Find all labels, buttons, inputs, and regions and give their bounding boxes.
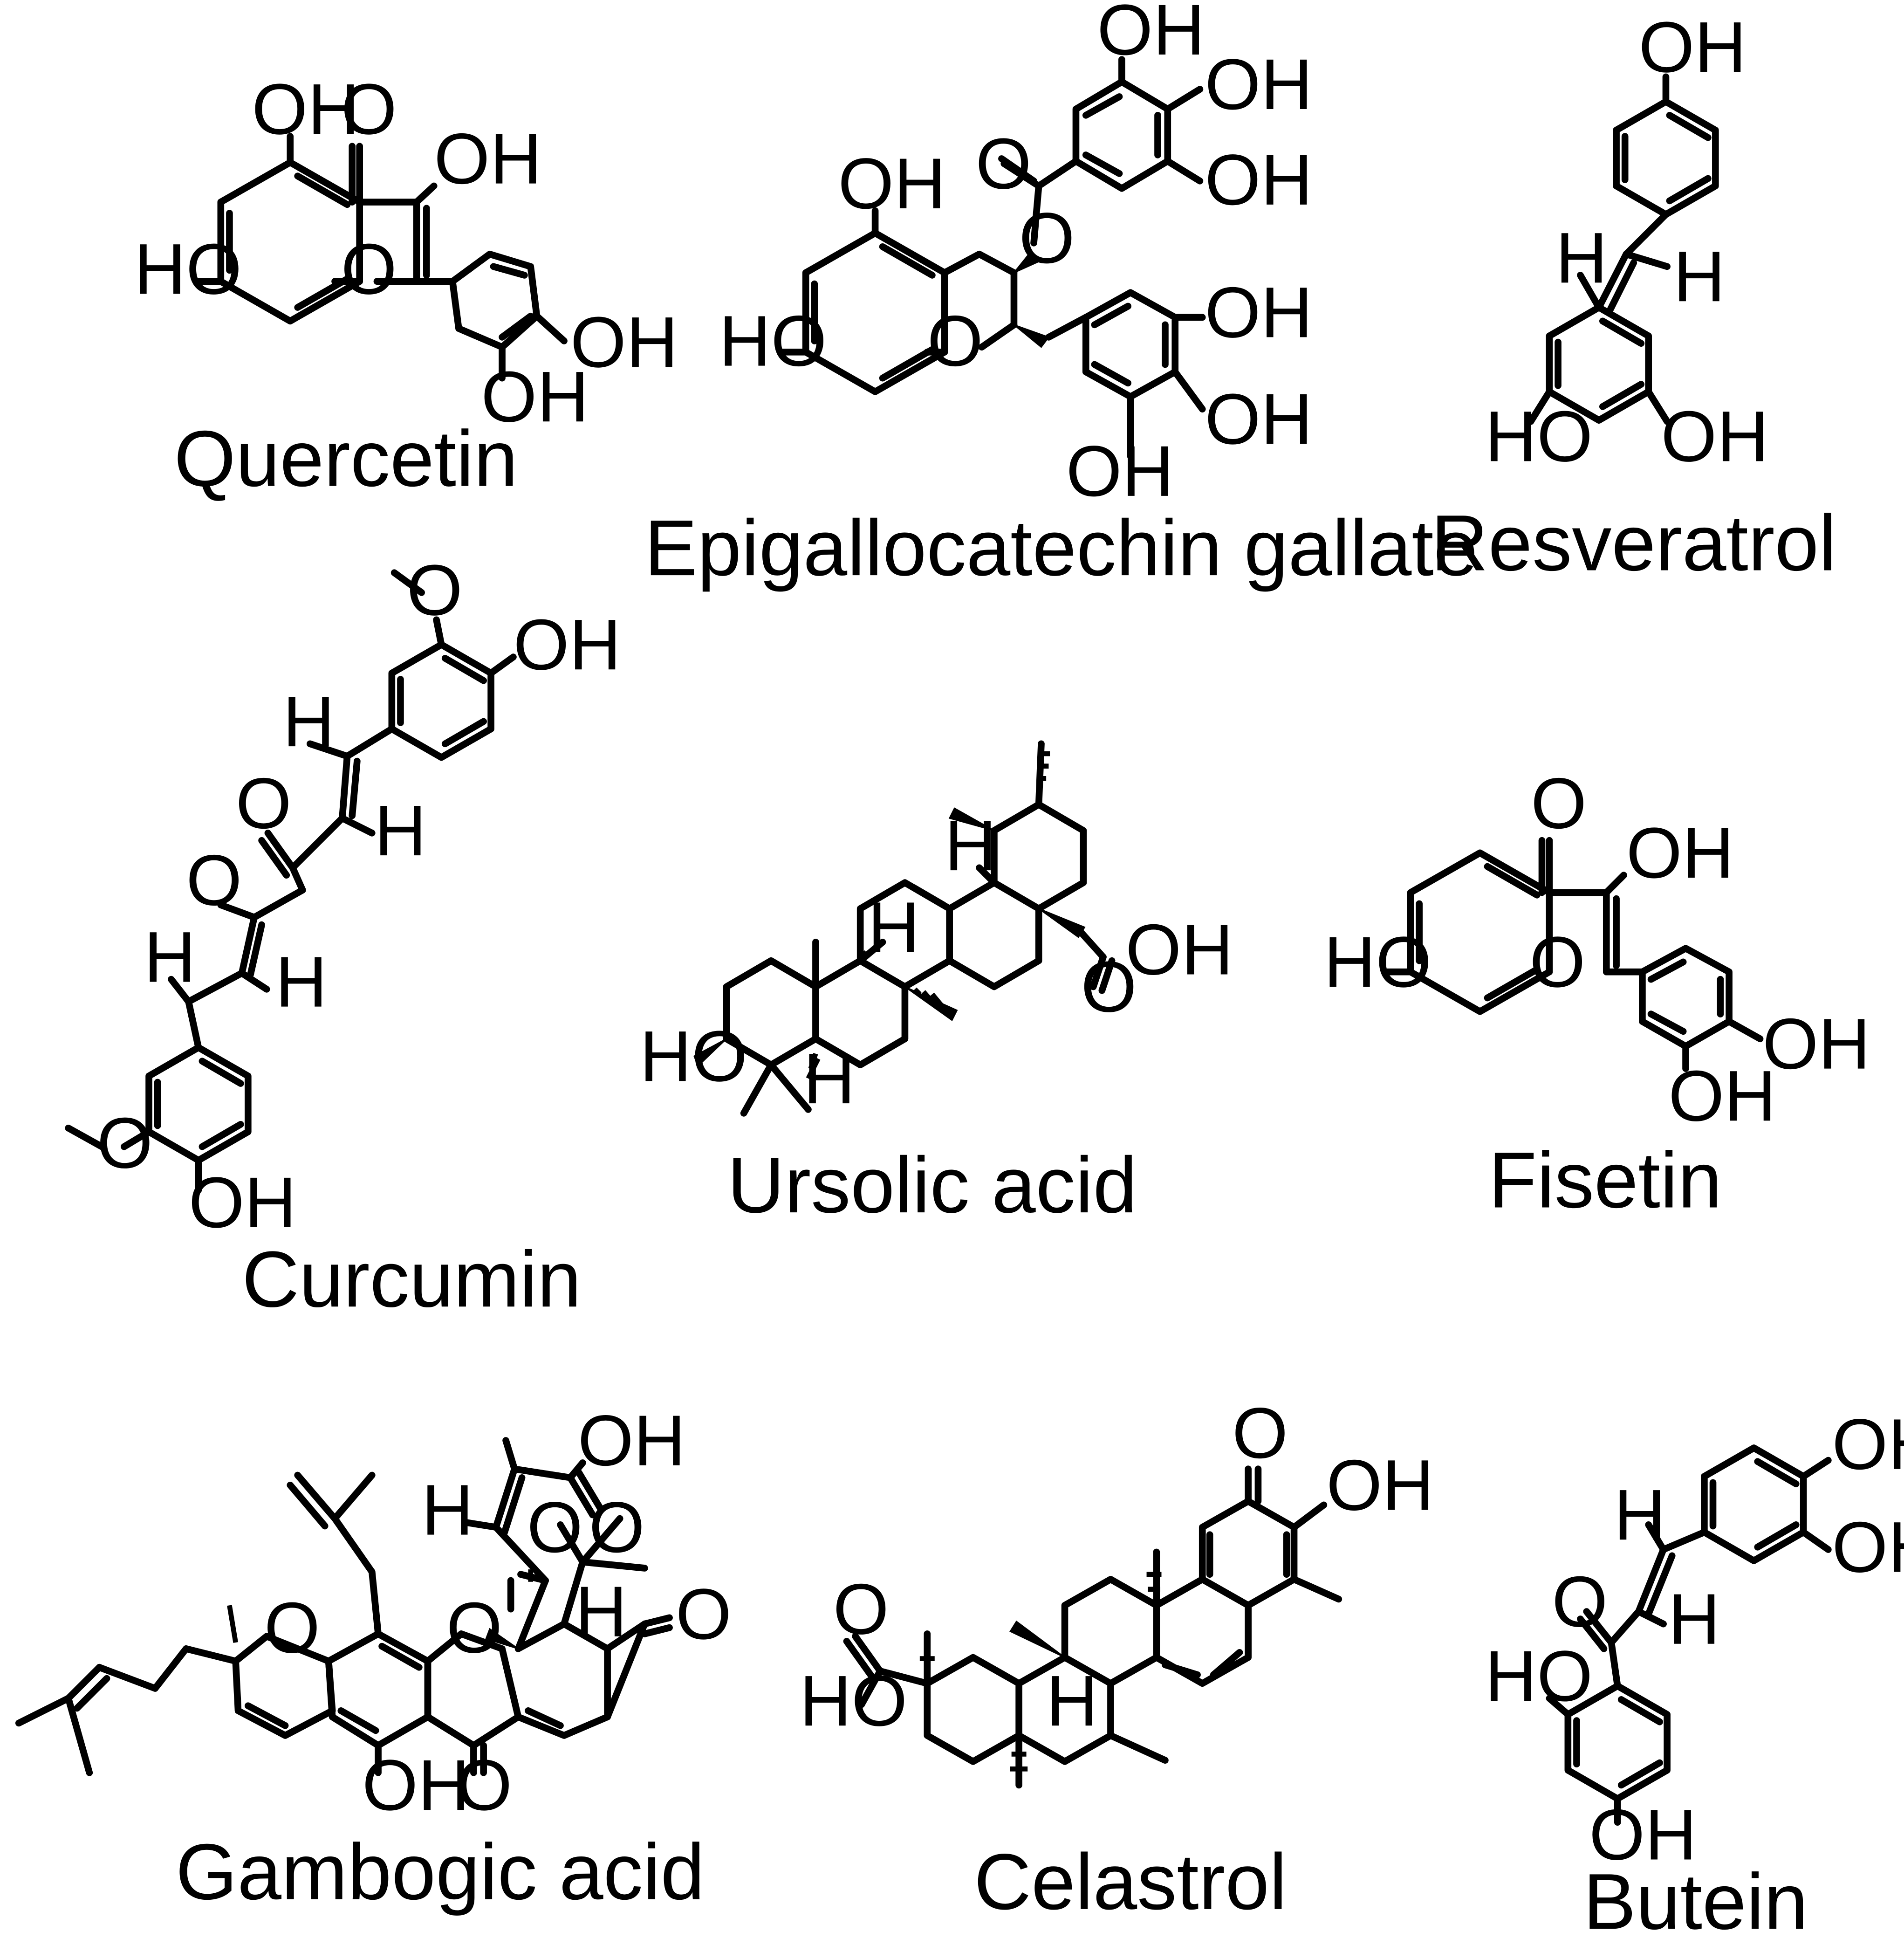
- atom-label: O: [1019, 198, 1075, 278]
- atom-label: OH: [1832, 1506, 1904, 1587]
- atom-label: O: [97, 1102, 153, 1183]
- atom-label: HO: [1485, 1636, 1593, 1716]
- atom-label: OH: [1589, 1794, 1697, 1875]
- atom-label: HO: [640, 1016, 747, 1096]
- atom-label: O: [976, 123, 1032, 204]
- atom-label: O: [456, 1745, 512, 1825]
- fisetin-structure: O OH HO O OH OH Fisetin: [1324, 763, 1870, 1225]
- compound-name: Ursolic acid: [727, 1141, 1137, 1230]
- atom-label: OH: [1626, 812, 1734, 893]
- compound-name: Fisetin: [1488, 1136, 1722, 1225]
- atom-label: HO: [1485, 396, 1593, 476]
- atom-label: OH: [1097, 0, 1205, 70]
- atom-label: H: [868, 887, 919, 968]
- resveratrol-structure: OH H H HO OH Resveratrol: [1431, 7, 1836, 587]
- atom-label: O: [1232, 1393, 1288, 1473]
- atom-label: OH: [362, 1745, 470, 1825]
- atom-label: OH: [1066, 431, 1174, 511]
- atom-label: H: [1046, 1660, 1098, 1741]
- atom-label: OH: [513, 604, 621, 685]
- atom-label: O: [446, 1587, 502, 1668]
- atom-label: O: [341, 228, 397, 309]
- atom-label: H: [1668, 1579, 1720, 1659]
- atom-label: OH: [189, 1162, 296, 1243]
- atom-label: OH: [1205, 272, 1313, 352]
- atom-label: OH: [838, 143, 945, 224]
- atom-label: O: [1531, 763, 1587, 844]
- atom-label: H: [375, 790, 426, 871]
- atom-label: OH: [1205, 378, 1313, 459]
- curcumin-structure: O OH H O H O H H O OH Curcumin: [65, 550, 621, 1324]
- atom-label: O: [236, 763, 292, 844]
- atom-label: O: [341, 69, 397, 149]
- atom-label: O: [1552, 1561, 1608, 1642]
- atom-label: OH: [578, 1400, 685, 1481]
- compound-name: Gambogic acid: [176, 1828, 705, 1917]
- atom-label: O: [589, 1487, 645, 1567]
- atom-label: OH: [1638, 7, 1746, 87]
- atom-label: H: [144, 916, 196, 997]
- atom-label: OH: [481, 356, 589, 437]
- atom-label: H: [283, 681, 335, 762]
- compound-name: Butein: [1583, 1857, 1808, 1945]
- celastrol-structure: O OH O HO H Celastrol: [800, 1393, 1434, 1926]
- ursolic-acid-structure: H H OH O HO H Ursolic acid: [640, 740, 1233, 1230]
- atom-label: HO: [134, 228, 242, 309]
- quercetin-structure: HO OH O OH O OH OH Quercetin: [134, 69, 678, 503]
- atom-label: OH: [434, 118, 541, 199]
- compound-name: Resveratrol: [1431, 499, 1836, 587]
- atom-label: H: [803, 1038, 855, 1119]
- atom-label: HO: [719, 301, 827, 381]
- epigallocatechin-gallate-structure: OH OH OH O O OH HO O OH OH OH Epigalloca…: [644, 0, 1478, 592]
- atom-label: OH: [1205, 44, 1313, 124]
- atom-label: H: [1614, 1474, 1665, 1555]
- atom-label: O: [833, 1568, 889, 1649]
- atom-label: OH: [1832, 1404, 1904, 1485]
- atom-label: O: [407, 550, 463, 630]
- atom-label: O: [1081, 946, 1137, 1027]
- atom-label: H: [945, 805, 996, 886]
- atom-label: HO: [800, 1660, 907, 1741]
- gambogic-acid-structure: OH H O O O O H O OH O Gambogic acid: [15, 1400, 732, 1917]
- compound-name: Quercetin: [174, 415, 518, 503]
- butein-structure: OH H OH O H HO OH Butein: [1485, 1404, 1904, 1945]
- atom-label: OH: [1326, 1444, 1434, 1525]
- atom-label: OH: [570, 302, 678, 382]
- compound-name: Celastrol: [974, 1838, 1287, 1926]
- atom-label: O: [1529, 921, 1585, 1002]
- atom-label: H: [575, 1571, 627, 1652]
- atom-label: OH: [1125, 909, 1233, 990]
- atom-label: HO: [1324, 921, 1431, 1002]
- atom-label: O: [527, 1487, 583, 1567]
- atom-label: H: [1555, 217, 1607, 298]
- atom-label: OH: [1661, 396, 1768, 476]
- atom-label: O: [186, 840, 242, 921]
- atom-label: O: [676, 1574, 732, 1654]
- atom-label: OH: [1668, 1055, 1776, 1136]
- atom-label: OH: [252, 69, 359, 149]
- atom-label: O: [264, 1587, 320, 1668]
- atom-label: O: [927, 301, 983, 381]
- atom-label: H: [275, 942, 327, 1022]
- compound-name: Epigallocatechin gallate: [644, 504, 1478, 592]
- atom-label: H: [422, 1470, 473, 1550]
- atom-label: H: [1673, 236, 1725, 316]
- atom-label: OH: [1762, 1003, 1870, 1084]
- atom-label: OH: [1205, 139, 1313, 220]
- compound-name: Curcumin: [242, 1235, 581, 1324]
